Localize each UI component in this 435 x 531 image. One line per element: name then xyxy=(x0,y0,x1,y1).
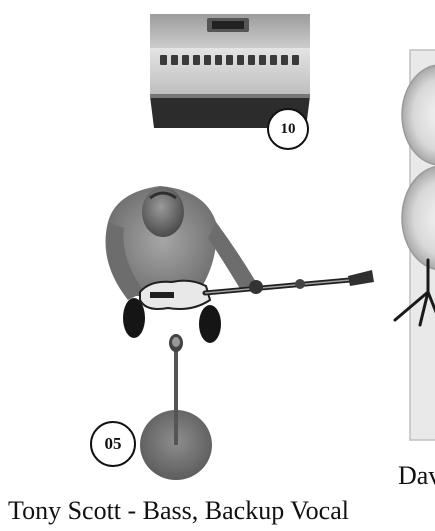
mic-stand-number-badge: 05 xyxy=(90,421,136,467)
amp-number-badge: 10 xyxy=(267,108,309,150)
bassist-caption: Tony Scott - Bass, Backup Vocal xyxy=(8,496,349,525)
drum-kit-icon xyxy=(393,49,435,441)
bass-guitar-icon xyxy=(139,270,374,310)
amplifier-icon xyxy=(150,14,310,128)
bassist-figure-icon xyxy=(105,186,256,343)
drummer-caption-partial: Dav xyxy=(398,461,435,490)
mic-stand-icon xyxy=(140,334,212,480)
